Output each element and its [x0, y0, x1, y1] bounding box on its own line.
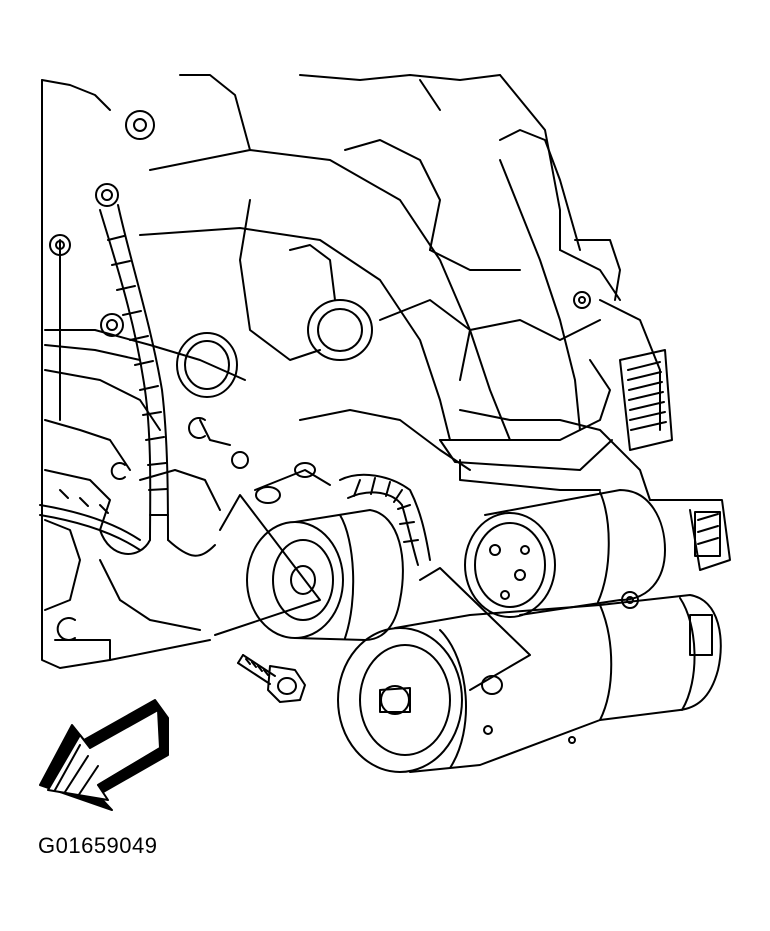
starter-motor [338, 595, 721, 772]
front-direction-arrow [40, 700, 168, 810]
solenoid-upper [465, 490, 665, 617]
starter-upper [247, 463, 403, 640]
engine-bosses [50, 111, 590, 640]
figure-caption: G01659049 [38, 833, 158, 858]
mount-bracket [620, 350, 730, 570]
mounting-bolt [238, 655, 305, 702]
callout-leaders [215, 495, 530, 690]
engine-block [42, 75, 660, 668]
wiring-harness [40, 205, 430, 565]
engine-pipe [140, 130, 612, 470]
